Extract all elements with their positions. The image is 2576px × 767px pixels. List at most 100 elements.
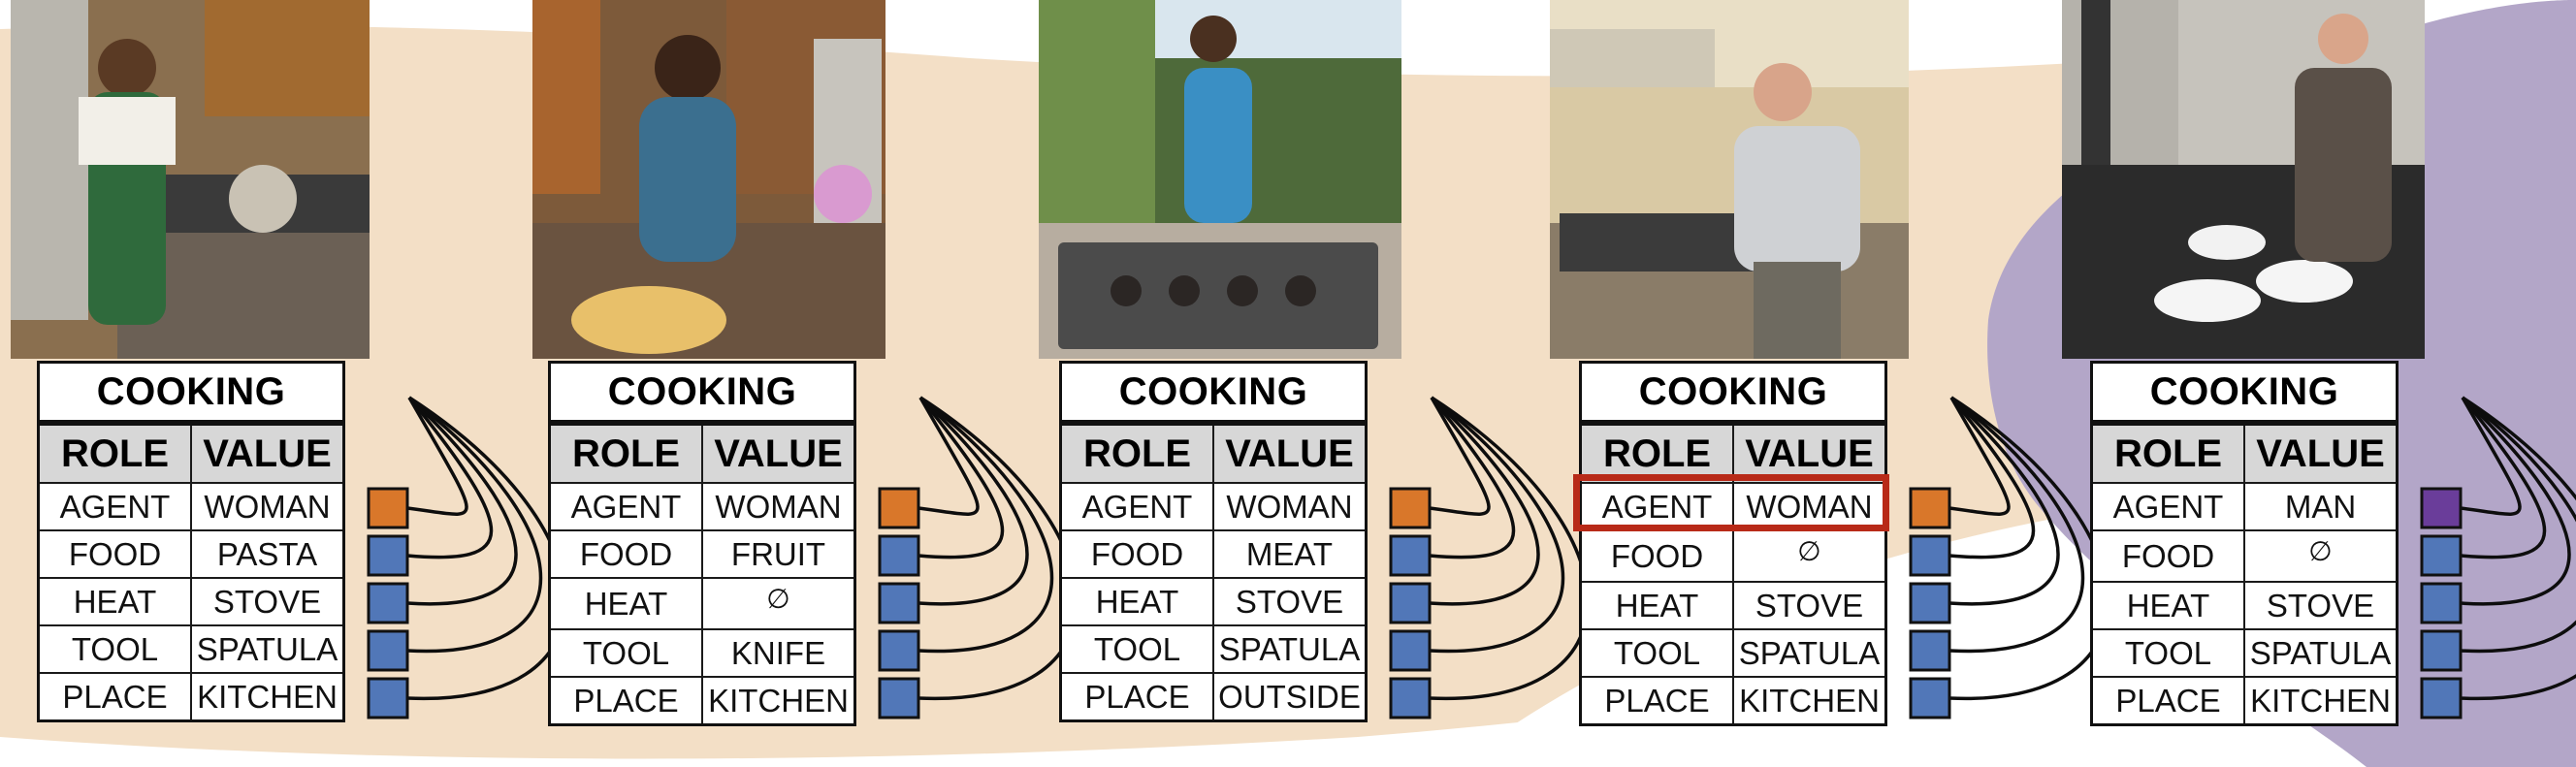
role-link-curve [918,396,1029,606]
verb-label: COOKING [548,361,856,423]
role-link-curve [1948,396,2109,701]
role-link-curve [1948,396,2060,606]
photo-1-image [11,0,370,359]
table-row: FOOD∅ [1579,529,1887,583]
photo-3-image [1039,0,1401,359]
role-cell: HEAT [2090,581,2245,630]
role-cell: HEAT [1059,577,1214,626]
role-cell: FOOD [37,529,192,579]
role-link-curve [918,396,1005,559]
role-cell: PLACE [2090,676,2245,726]
role-link-curve [1429,396,1540,606]
role-node [1909,677,1951,719]
role-cell: TOOL [548,628,703,678]
role-cell: FOOD [548,529,703,579]
role-node [1909,534,1951,577]
value-cell: WOMAN [701,482,856,531]
agent-role-node [1909,487,1951,529]
role-link-curve [406,396,543,654]
role-node [1389,629,1432,672]
photo-1 [11,0,370,359]
table-header-row: ROLE VALUE [548,423,856,484]
role-link-curve [1948,396,2085,654]
table-header-row: ROLE VALUE [1059,423,1368,484]
value-cell: STOVE [190,577,345,626]
photo-4-image [1550,0,1909,359]
role-node [367,582,409,624]
table-row: HEAT∅ [548,577,856,630]
value-cell: STOVE [1212,577,1368,626]
verb-label: COOKING [1579,361,1887,423]
role-node [2420,677,2463,719]
value-cell: STOVE [2243,581,2399,630]
value-cell: STOVE [1732,581,1887,630]
role-node [367,677,409,719]
role-link-curve [2460,396,2576,701]
value-cell: MAN [2243,482,2399,531]
photo-5-image [2062,0,2425,359]
photo-2 [532,0,886,359]
photo-2-image [532,0,886,359]
role-link-curve [406,396,567,701]
role-cell: HEAT [548,577,703,630]
role-cell: PLACE [1059,672,1214,722]
value-cell: KITCHEN [190,672,345,722]
role-node [878,629,920,672]
role-cell: FOOD [2090,529,2245,583]
value-cell-empty: ∅ [1732,529,1887,583]
role-node [1389,677,1432,719]
value-cell: KITCHEN [2243,676,2399,726]
role-link-curve [1429,396,1590,701]
role-header: ROLE [2090,423,2245,484]
role-link-curve [1429,396,1516,559]
role-link-curve [2460,397,2522,517]
role-cell: TOOL [1059,624,1214,674]
role-links [878,396,1079,719]
role-cell: HEAT [1579,581,1734,630]
value-cell: WOMAN [1212,482,1368,531]
role-links [1389,396,1590,719]
value-cell: KITCHEN [701,676,856,726]
role-link-curve [1948,396,2036,559]
role-link-curve [406,396,494,559]
role-link-curve [406,396,518,606]
verb-label: COOKING [37,361,345,423]
role-links [2420,396,2576,719]
role-node [2420,582,2463,624]
role-node [1909,629,1951,672]
role-cell: TOOL [1579,628,1734,678]
role-cell: PLACE [548,676,703,726]
role-node [1389,582,1432,624]
role-node [367,629,409,672]
role-node [878,534,920,577]
role-cell: PLACE [1579,676,1734,726]
role-node [2420,629,2463,672]
role-cell: PLACE [37,672,192,722]
value-cell: SPATULA [190,624,345,674]
role-cell: AGENT [37,482,192,531]
value-cell: OUTSIDE [1212,672,1368,722]
role-link-curve [1429,396,1565,654]
role-node [1389,534,1432,577]
